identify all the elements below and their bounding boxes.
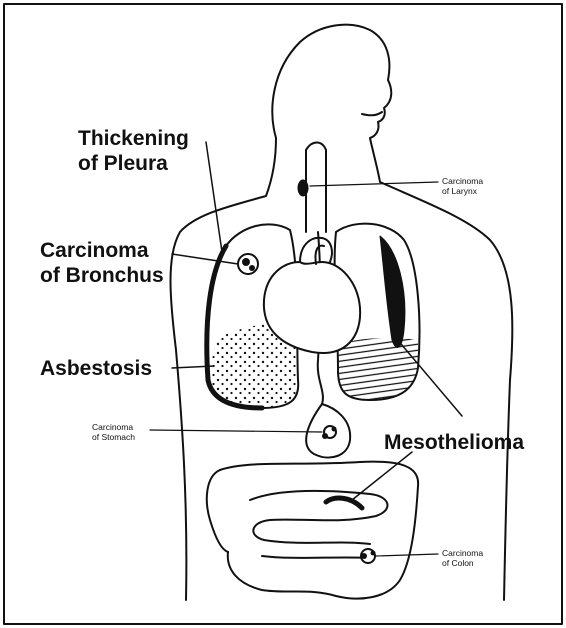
label-carcinoma-stomach-line1: Carcinoma <box>92 422 135 432</box>
leader-colon <box>376 554 438 556</box>
colon-tumor <box>361 549 376 563</box>
bronchus-tumor-inner-2 <box>249 265 255 271</box>
label-thickening-pleura: Thickening of Pleura <box>78 126 189 176</box>
mouth-line <box>362 112 382 115</box>
label-carcinoma-stomach: Carcinoma of Stomach <box>92 422 135 442</box>
label-carcinoma-larynx-line1: Carcinoma <box>442 176 483 186</box>
stomach-tumor <box>322 426 337 439</box>
leader-bronchus <box>172 254 238 264</box>
large-intestine <box>220 462 418 599</box>
leader-stomach <box>150 430 322 432</box>
leader-mesothelioma-abdomen <box>352 452 412 500</box>
label-carcinoma-colon: Carcinoma of Colon <box>442 548 483 568</box>
colon-left <box>207 470 228 552</box>
label-thickening-pleura-line1: Thickening <box>78 126 189 151</box>
leader-pleura <box>206 142 222 252</box>
label-thickening-pleura-line2: of Pleura <box>78 151 189 176</box>
small-intestine-2 <box>262 556 372 558</box>
small-intestine-1 <box>250 491 387 544</box>
larynx-tumor <box>298 180 308 196</box>
trachea-top <box>306 143 326 151</box>
label-asbestosis: Asbestosis <box>40 356 152 381</box>
bronchus-tumor-inner <box>242 258 250 266</box>
leader-larynx <box>310 182 438 186</box>
label-carcinoma-bronchus-line1: Carcinoma <box>40 238 164 263</box>
label-carcinoma-colon-line1: Carcinoma <box>442 548 483 558</box>
label-carcinoma-larynx: Carcinoma of Larynx <box>442 176 483 196</box>
label-carcinoma-bronchus-line2: of Bronchus <box>40 263 164 288</box>
trachea <box>306 150 326 232</box>
label-carcinoma-colon-line2: of Colon <box>442 558 483 568</box>
label-carcinoma-bronchus: Carcinoma of Bronchus <box>40 238 164 288</box>
label-carcinoma-larynx-line2: of Larynx <box>442 186 483 196</box>
label-carcinoma-stomach-line2: of Stomach <box>92 432 135 442</box>
label-mesothelioma: Mesothelioma <box>384 430 524 455</box>
mesothelioma-thickening <box>380 236 405 347</box>
mesothelioma-peritoneal <box>326 498 362 508</box>
